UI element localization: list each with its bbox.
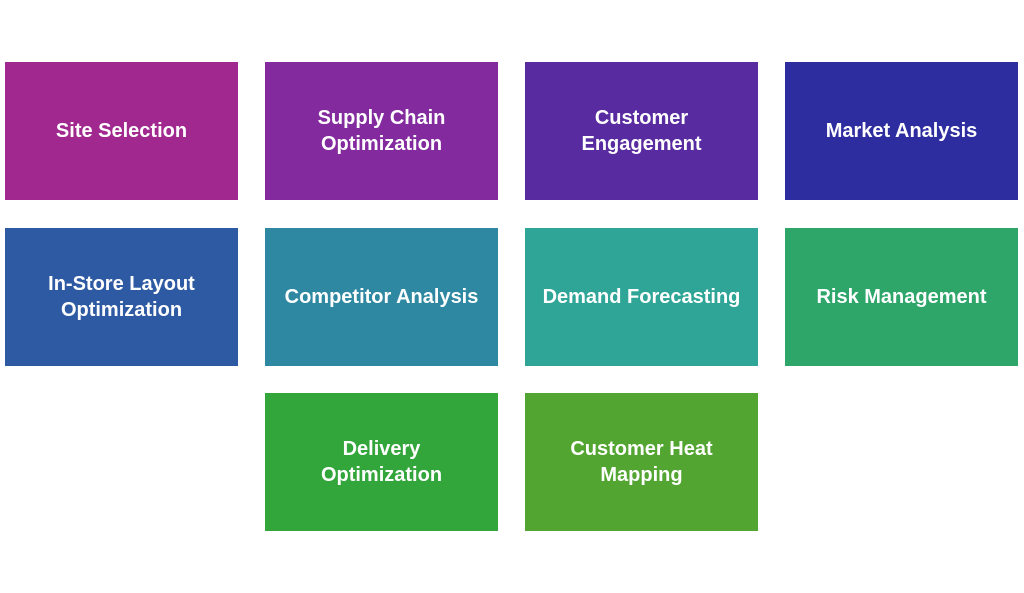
box-customer-engagement: Customer Engagement (525, 62, 758, 200)
box-customer-heat-mapping: Customer Heat Mapping (525, 393, 758, 531)
box-label: Market Analysis (825, 120, 978, 142)
box-label: Delivery Optimization (320, 438, 443, 486)
box-label: Demand Forecasting (542, 286, 741, 308)
box-label: In-Store Layout Optimization (48, 273, 195, 321)
box-label: Site Selection (55, 120, 188, 142)
box-risk-management: Risk Management (785, 228, 1018, 366)
box-supply-chain-optimization: Supply Chain Optimization (265, 62, 498, 200)
box-competitor-analysis: Competitor Analysis (265, 228, 498, 366)
box-label: Customer Engagement (581, 107, 702, 155)
box-delivery-optimization: Delivery Optimization (265, 393, 498, 531)
box-label: Supply Chain Optimization (317, 107, 446, 155)
box-label: Customer Heat Mapping (570, 438, 713, 486)
box-site-selection: Site Selection (5, 62, 238, 200)
box-label: Competitor Analysis (284, 286, 479, 308)
box-in-store-layout-optimization: In-Store Layout Optimization (5, 228, 238, 366)
box-demand-forecasting: Demand Forecasting (525, 228, 758, 366)
box-label: Risk Management (816, 286, 987, 308)
box-market-analysis: Market Analysis (785, 62, 1018, 200)
